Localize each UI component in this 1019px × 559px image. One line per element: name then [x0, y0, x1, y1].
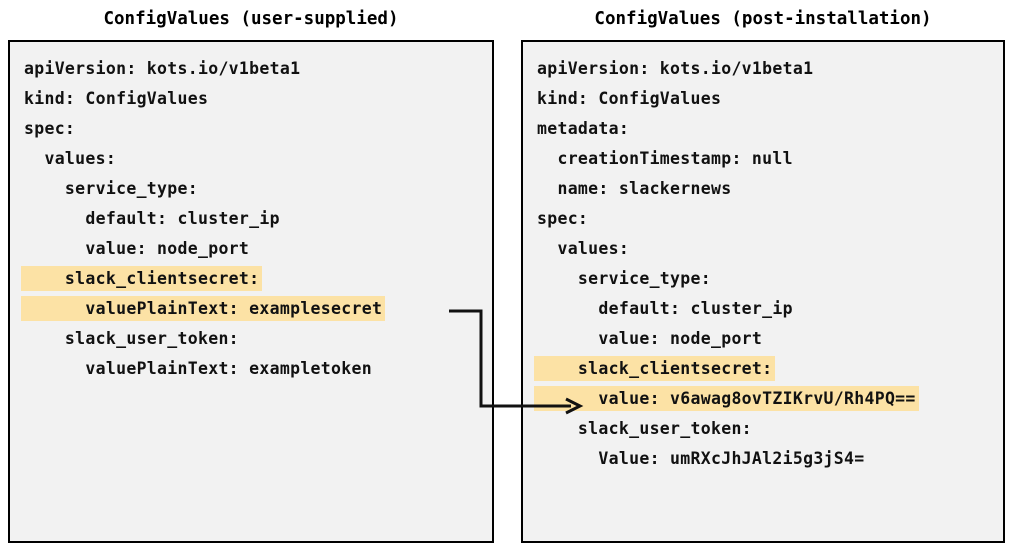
- code-line-text: value: v6awag8ovTZIKrvU/Rh4PQ==: [535, 387, 918, 410]
- code-line: slack_clientsecret:: [10, 264, 492, 294]
- code-line: name: slackernews: [523, 174, 1003, 204]
- code-line-text: creationTimestamp: null: [537, 149, 793, 168]
- code-line: creationTimestamp: null: [523, 144, 1003, 174]
- code-line-text: service_type:: [537, 269, 711, 288]
- left-config-panel: apiVersion: kots.io/v1beta1 kind: ConfigV…: [8, 40, 494, 543]
- code-line-text: value: node_port: [24, 239, 250, 258]
- code-line-text: spec:: [537, 209, 589, 228]
- code-line-text: slack_clientsecret:: [22, 267, 262, 290]
- code-line-text: apiVersion: kots.io/v1beta1: [537, 59, 814, 78]
- code-line: values:: [523, 234, 1003, 264]
- code-line: valuePlainText: exampletoken: [10, 354, 492, 384]
- right-config-panel: apiVersion: kots.io/v1beta1 kind: ConfigV…: [521, 40, 1005, 543]
- code-line: metadata:: [523, 114, 1003, 144]
- code-line-text: spec:: [24, 119, 76, 138]
- code-line: slack_user_token:: [523, 414, 1003, 444]
- code-line-text: values:: [24, 149, 117, 168]
- right-code-block: apiVersion: kots.io/v1beta1 kind: ConfigV…: [523, 42, 1003, 474]
- code-line-text: default: cluster_ip: [24, 209, 280, 228]
- code-line-text: value: node_port: [537, 329, 763, 348]
- code-line: slack_user_token:: [10, 324, 492, 354]
- code-line: kind: ConfigValues: [10, 84, 492, 114]
- code-line: value: node_port: [523, 324, 1003, 354]
- code-line: spec:: [523, 204, 1003, 234]
- code-line-text: metadata:: [537, 119, 630, 138]
- code-line: slack_clientsecret:: [523, 354, 1003, 384]
- code-line-text: slack_user_token:: [24, 329, 239, 348]
- left-code-block: apiVersion: kots.io/v1beta1 kind: ConfigV…: [10, 42, 492, 384]
- code-line-text: slack_user_token:: [537, 419, 752, 438]
- code-line-text: slack_clientsecret:: [535, 357, 775, 380]
- code-line: Value: umRXcJhJAl2i5g3jS4=: [523, 444, 1003, 474]
- code-line-text: kind: ConfigValues: [537, 89, 722, 108]
- code-line: service_type:: [523, 264, 1003, 294]
- code-line-text: service_type:: [24, 179, 198, 198]
- code-line-text: values:: [537, 239, 630, 258]
- code-line-text: default: cluster_ip: [537, 299, 793, 318]
- code-line: value: node_port: [10, 234, 492, 264]
- code-line: apiVersion: kots.io/v1beta1: [523, 54, 1003, 84]
- code-line-text: valuePlainText: exampletoken: [24, 359, 372, 378]
- code-line: valuePlainText: examplesecret: [10, 294, 492, 324]
- code-line: kind: ConfigValues: [523, 84, 1003, 114]
- code-line: apiVersion: kots.io/v1beta1: [10, 54, 492, 84]
- code-line: default: cluster_ip: [523, 294, 1003, 324]
- code-line: values:: [10, 144, 492, 174]
- code-line-text: Value: umRXcJhJAl2i5g3jS4=: [537, 449, 865, 468]
- code-line-text: apiVersion: kots.io/v1beta1: [24, 59, 301, 78]
- code-line: default: cluster_ip: [10, 204, 492, 234]
- left-panel-title: ConfigValues (user-supplied): [103, 9, 399, 29]
- code-line-text: valuePlainText: examplesecret: [22, 297, 385, 320]
- code-line: value: v6awag8ovTZIKrvU/Rh4PQ==: [523, 384, 1003, 414]
- code-line: spec:: [10, 114, 492, 144]
- right-panel-title: ConfigValues (post-installation): [594, 9, 932, 29]
- code-line-text: kind: ConfigValues: [24, 89, 209, 108]
- code-line-text: name: slackernews: [537, 179, 732, 198]
- code-line: service_type:: [10, 174, 492, 204]
